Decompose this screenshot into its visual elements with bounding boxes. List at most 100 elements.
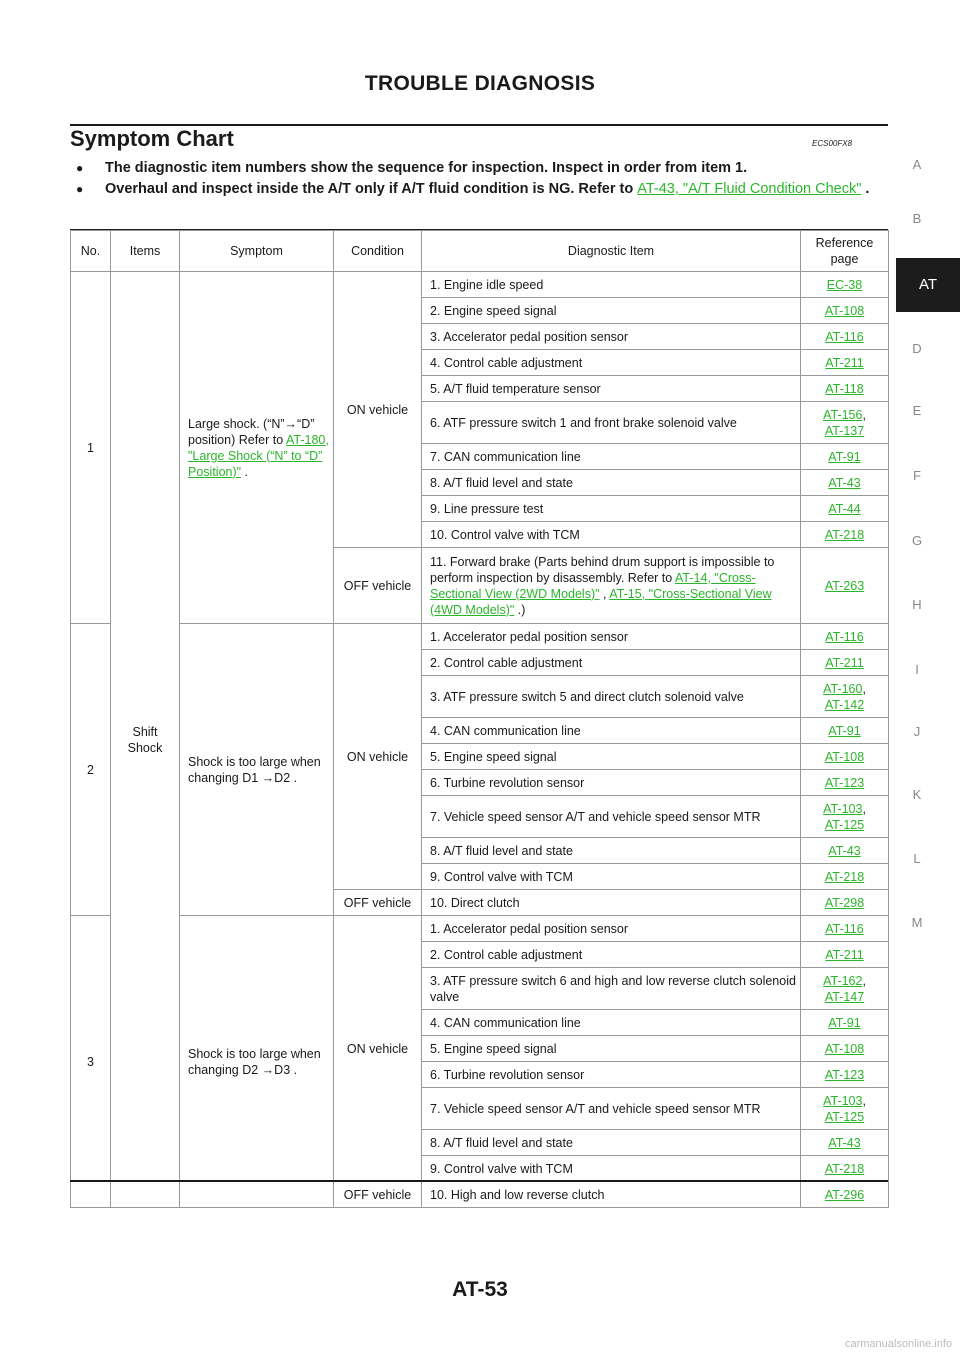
section-tab-j[interactable]: J xyxy=(913,724,921,739)
reference-page-link[interactable]: AT-118 xyxy=(825,381,864,396)
diagnostic-item-cell: 7. Vehicle speed sensor A/T and vehicle … xyxy=(421,795,801,838)
reference-page-link[interactable]: AT-123 xyxy=(824,775,865,790)
section-tab-f[interactable]: F xyxy=(913,468,921,483)
section-tab-b[interactable]: B xyxy=(912,211,922,226)
reference-page-link[interactable]: AT-263 xyxy=(824,578,865,593)
reference-page-link[interactable]: AT-137 xyxy=(824,423,865,438)
reference-page-link[interactable]: AT-116 xyxy=(825,629,864,644)
condition-label: ON vehicle xyxy=(346,402,409,417)
diagnostic-item-cell: 10. Control valve with TCM xyxy=(421,521,801,548)
condition-label: OFF vehicle xyxy=(343,895,412,910)
reference-page-link[interactable]: AT-103 xyxy=(823,801,863,816)
row-number: 2 xyxy=(70,623,111,916)
symptom-cell: Shock is too large when changing D2 →D3 … xyxy=(179,915,334,1208)
diagnostic-item-text: 8. A/T fluid level and state xyxy=(430,1135,573,1150)
diagnostic-item-cell: 1. Accelerator pedal position sensor xyxy=(421,623,801,650)
table-bottom-rule xyxy=(70,1180,888,1182)
condition-cell: ON vehicle xyxy=(333,915,422,1182)
reference-page-link[interactable]: AT-108 xyxy=(824,749,865,764)
section-tab-m[interactable]: M xyxy=(911,915,923,930)
reference-page-link[interactable]: AT-123 xyxy=(824,1067,865,1082)
reference-page-link[interactable]: AT-108 xyxy=(824,303,865,318)
table-row: 10. Control valve with TCM AT-218 xyxy=(71,521,889,548)
fluid-check-link[interactable]: AT-43, "A/T Fluid Condition Check" xyxy=(637,181,862,197)
section-tab-i[interactable]: I xyxy=(915,662,919,677)
symptom-suffix: . xyxy=(241,464,249,479)
instruction-list: The diagnostic item numbers show the seq… xyxy=(76,158,888,200)
section-tab-g[interactable]: G xyxy=(911,533,923,548)
reference-page-link[interactable]: AT-43 xyxy=(828,843,861,858)
reference-page-link[interactable]: AT-211 xyxy=(825,947,864,962)
diagnostic-item-text: 3. ATF pressure switch 5 and direct clut… xyxy=(430,689,744,704)
reference-page-link[interactable]: AT-116 xyxy=(825,921,864,936)
diagnostic-item-cell: 9. Control valve with TCM xyxy=(421,863,801,890)
reference-page-link[interactable]: AT-211 xyxy=(825,355,864,370)
reference-page-link[interactable]: AT-218 xyxy=(824,527,865,542)
reference-cell: AT-218 xyxy=(800,1155,889,1182)
table-row: 6. Turbine revolution sensor AT-123 xyxy=(71,1061,889,1088)
reference-page-link[interactable]: AT-125 xyxy=(824,1109,865,1124)
reference-page-link[interactable]: AT-91 xyxy=(828,449,861,464)
diagnostic-item-text: 9. Control valve with TCM xyxy=(430,869,573,884)
instruction-item: Overhaul and inspect inside the A/T only… xyxy=(76,179,888,200)
reference-page-link[interactable]: EC-38 xyxy=(826,277,863,292)
diagnostic-item-cell: 6. Turbine revolution sensor xyxy=(421,1061,801,1088)
table-row: 6. ATF pressure switch 1 and front brake… xyxy=(71,401,889,444)
reference-page-link[interactable]: AT-43 xyxy=(828,475,861,490)
cross-section-link[interactable]: AT-15, "Cross-Sectional View (4WD Models… xyxy=(430,586,772,617)
reference-page-link[interactable]: AT-91 xyxy=(828,723,861,738)
section-tab-k[interactable]: K xyxy=(912,787,922,802)
section-tab-l[interactable]: L xyxy=(913,851,921,866)
reference-cell: AT-103,AT-125 xyxy=(800,1087,889,1130)
reference-page-link[interactable]: AT-91 xyxy=(828,1015,861,1030)
diagnostic-item-cell: 2. Control cable adjustment xyxy=(421,649,801,676)
reference-page-link[interactable]: AT-108 xyxy=(824,1041,865,1056)
link-separator: , xyxy=(599,586,610,601)
section-tab-d[interactable]: D xyxy=(912,341,922,356)
reference-page-link[interactable]: AT-103 xyxy=(823,1093,863,1108)
diagnostic-item-text: 7. Vehicle speed sensor A/T and vehicle … xyxy=(430,809,761,824)
reference-cell: AT-116 xyxy=(800,623,889,650)
reference-cell: AT-103,AT-125 xyxy=(800,795,889,838)
reference-page-link[interactable]: AT-218 xyxy=(824,869,865,884)
cross-section-link[interactable]: AT-14, "Cross-Sectional View (2WD Models… xyxy=(430,570,756,601)
row-number-text: 3 xyxy=(87,1054,94,1069)
reference-page-link[interactable]: AT-125 xyxy=(824,817,865,832)
diagnostic-item-text: 7. CAN communication line xyxy=(430,449,581,464)
section-tab-h[interactable]: H xyxy=(912,597,922,612)
header-reference-page: Reference page xyxy=(800,230,889,272)
reference-page-link[interactable]: AT-162 xyxy=(823,973,863,988)
section-tab-e[interactable]: E xyxy=(912,403,922,418)
instruction-item: The diagnostic item numbers show the seq… xyxy=(76,158,888,179)
table-row: 5. A/T fluid temperature sensor AT-118 xyxy=(71,375,889,402)
reference-page-link[interactable]: AT-296 xyxy=(824,1187,865,1202)
section-tab-active[interactable]: AT xyxy=(896,258,960,312)
symptom-cell: Shock is too large when changing D1 →D2 … xyxy=(179,623,334,916)
diagnostic-item-text: 7. Vehicle speed sensor A/T and vehicle … xyxy=(430,1101,761,1116)
section-tab-a[interactable]: A xyxy=(912,157,922,172)
diagnostic-item-cell: 8. A/T fluid level and state xyxy=(421,837,801,864)
reference-page-link[interactable]: AT-160 xyxy=(823,681,863,696)
table-row: 3. ATF pressure switch 6 and high and lo… xyxy=(71,967,889,1010)
diagnostic-item-cell: 5. Engine speed signal xyxy=(421,743,801,770)
diagnostic-item-cell: 5. A/T fluid temperature sensor xyxy=(421,375,801,402)
symptom-reference-link[interactable]: AT-180, "Large Shock (“N” to “D” Positio… xyxy=(188,432,329,479)
table-row: 8. A/T fluid level and state AT-43 xyxy=(71,837,889,864)
reference-page-link[interactable]: AT-142 xyxy=(824,697,865,712)
reference-page-link[interactable]: AT-156 xyxy=(823,407,863,422)
reference-cell: AT-123 xyxy=(800,769,889,796)
reference-page-link[interactable]: AT-218 xyxy=(824,1161,865,1176)
diagnostic-item-cell: 8. A/T fluid level and state xyxy=(421,469,801,496)
items-cell: Shift Shock xyxy=(110,271,180,1208)
reference-page-link[interactable]: AT-211 xyxy=(825,655,864,670)
reference-page-link[interactable]: AT-116 xyxy=(825,329,864,344)
diagnostic-item-text: 6. ATF pressure switch 1 and front brake… xyxy=(430,415,737,430)
table-row: 3 Shock is too large when changing D2 →D3… xyxy=(70,915,889,1208)
diagnostic-item-cell: 7. CAN communication line xyxy=(421,443,801,470)
reference-page-link[interactable]: AT-147 xyxy=(824,989,865,1004)
reference-page-link[interactable]: AT-44 xyxy=(828,501,861,516)
reference-cell: AT-91 xyxy=(800,443,889,470)
reference-page-link[interactable]: AT-43 xyxy=(828,1135,861,1150)
reference-page-link[interactable]: AT-298 xyxy=(824,895,865,910)
